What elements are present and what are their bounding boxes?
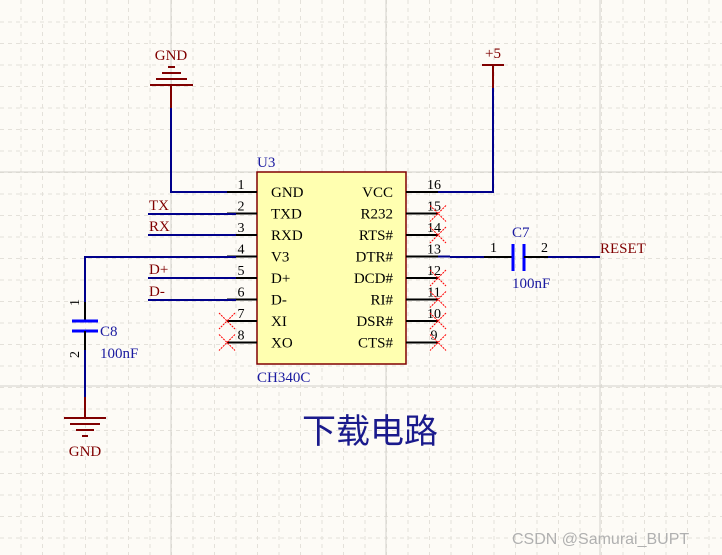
pin-name: D- (271, 293, 287, 309)
capacitor-c7[interactable]: 1 2 C7 100nF (484, 225, 550, 292)
no-connect-line (429, 226, 447, 244)
wire-vcc-pin16[interactable] (450, 88, 494, 193)
vcc-power-port[interactable]: +5 (482, 46, 504, 88)
pin-name: XI (271, 314, 287, 330)
netlabel-reset[interactable]: RESET (600, 241, 646, 257)
no-connect-marker (429, 205, 447, 222)
no-connect-line (429, 269, 447, 287)
pin-number: 6 (238, 286, 245, 301)
c7-pin2-number: 2 (541, 241, 548, 256)
gnd-top-label: GND (155, 48, 188, 64)
chip-pin-left[interactable]: 8 XO (218, 329, 293, 352)
pin-number: 16 (427, 178, 441, 193)
chip-designator: U3 (257, 155, 275, 171)
pin-number: 15 (427, 200, 441, 215)
c7-designator: C7 (512, 225, 530, 241)
pin-number: 2 (238, 200, 245, 215)
pin-name: RXD (271, 228, 303, 244)
pin-number: 7 (238, 307, 245, 322)
chip-pin-left[interactable]: 1 GND (227, 178, 304, 201)
no-connect-marker (218, 312, 236, 330)
chip-pin-right[interactable]: 10 DSR# (356, 307, 447, 330)
netlabel-tx[interactable]: TX (149, 198, 169, 214)
pin-number: 9 (431, 329, 438, 344)
capacitor-c8[interactable]: 1 2 C8 100nF (68, 299, 138, 362)
pin-number: 1 (238, 178, 245, 193)
c7-pin1-number: 1 (490, 241, 497, 256)
schematic-title: 下载电路 (302, 413, 438, 451)
pin-number: 4 (238, 243, 245, 258)
no-connect-line (429, 205, 447, 222)
pin-name: XO (271, 336, 293, 352)
no-connect-marker (218, 334, 236, 351)
gnd-power-port-top[interactable]: GND (150, 48, 193, 108)
netlabel-rx[interactable]: RX (149, 219, 170, 235)
no-connect-line (429, 334, 447, 351)
c8-pin2-number: 2 (68, 351, 83, 358)
no-connect-marker (429, 291, 447, 308)
wire-gnd-pin1[interactable] (170, 108, 236, 193)
pin-name: DTR# (356, 250, 394, 266)
pin-name: R232 (360, 207, 393, 223)
gnd-bottom-label: GND (69, 444, 102, 460)
no-connect-marker (429, 312, 447, 330)
chip-pin-right[interactable]: 11 RI# (371, 286, 447, 309)
no-connect-line (429, 291, 447, 308)
vcc-label: +5 (485, 46, 501, 62)
chip-pin-right[interactable]: 13 DTR# (356, 243, 451, 266)
pin-name: VCC (362, 185, 393, 201)
wire-v3-c8[interactable] (84, 256, 236, 302)
chip-pin-right[interactable]: 15 R232 (360, 200, 447, 223)
chip-part-number: CH340C (257, 370, 310, 386)
no-connect-line (429, 205, 447, 222)
right-pins: 16 VCC 15 R232 14 RTS# 13 DTR# 12 DCD# 11 RI# 10 DSR#… (354, 178, 450, 352)
no-connect-line (429, 226, 447, 244)
no-connect-marker (429, 269, 447, 287)
pin-number: 11 (427, 286, 440, 301)
pin-name: GND (271, 185, 304, 201)
pin-number: 12 (427, 264, 441, 279)
no-connect-line (218, 312, 236, 330)
no-connect-line (429, 291, 447, 308)
c8-designator: C8 (100, 324, 118, 340)
gnd-power-port-bottom[interactable]: GND (64, 397, 106, 460)
no-connect-line (429, 334, 447, 351)
no-connect-marker (429, 226, 447, 244)
pin-number: 10 (427, 307, 441, 322)
c7-value: 100nF (512, 276, 550, 292)
pin-number: 5 (238, 264, 245, 279)
chip-pin-right[interactable]: 12 DCD# (354, 264, 447, 287)
pin-number: 3 (238, 221, 245, 236)
netlabel-dplus[interactable]: D+ (149, 262, 168, 278)
no-connect-line (429, 312, 447, 330)
pin-name: CTS# (358, 336, 394, 352)
chip-pin-right[interactable]: 14 RTS# (359, 221, 447, 244)
pin-name: RI# (371, 293, 394, 309)
pin-name: TXD (271, 207, 302, 223)
chip-pin-left[interactable]: 7 XI (218, 307, 287, 330)
pin-name: RTS# (359, 228, 394, 244)
pin-number: 14 (427, 221, 441, 236)
no-connect-line (429, 269, 447, 287)
c8-pin1-number: 1 (68, 299, 83, 306)
chip-pin-right[interactable]: 9 CTS# (358, 329, 447, 352)
pin-name: V3 (271, 250, 289, 266)
no-connect-line (429, 312, 447, 330)
no-connect-marker (429, 334, 447, 351)
no-connect-line (218, 312, 236, 330)
chip-u3[interactable]: U3 CH340C 1 GND 2 TXD 3 RXD 4 V3 5 D+ 6 D- 7 XI 8 XO 16… (218, 155, 450, 386)
pin-number: 8 (238, 329, 245, 344)
netlabel-dminus[interactable]: D- (149, 284, 165, 300)
no-connect-line (218, 334, 236, 351)
c8-value: 100nF (100, 346, 138, 362)
chip-body[interactable] (256, 171, 407, 365)
pin-name: DSR# (356, 314, 393, 330)
no-connect-line (218, 334, 236, 351)
pin-name: D+ (271, 271, 290, 287)
watermark: CSDN @Samurai_BUPT (512, 531, 689, 548)
chip-pin-right[interactable]: 16 VCC (362, 178, 450, 201)
pin-name: DCD# (354, 271, 394, 287)
pin-number: 13 (427, 243, 441, 258)
